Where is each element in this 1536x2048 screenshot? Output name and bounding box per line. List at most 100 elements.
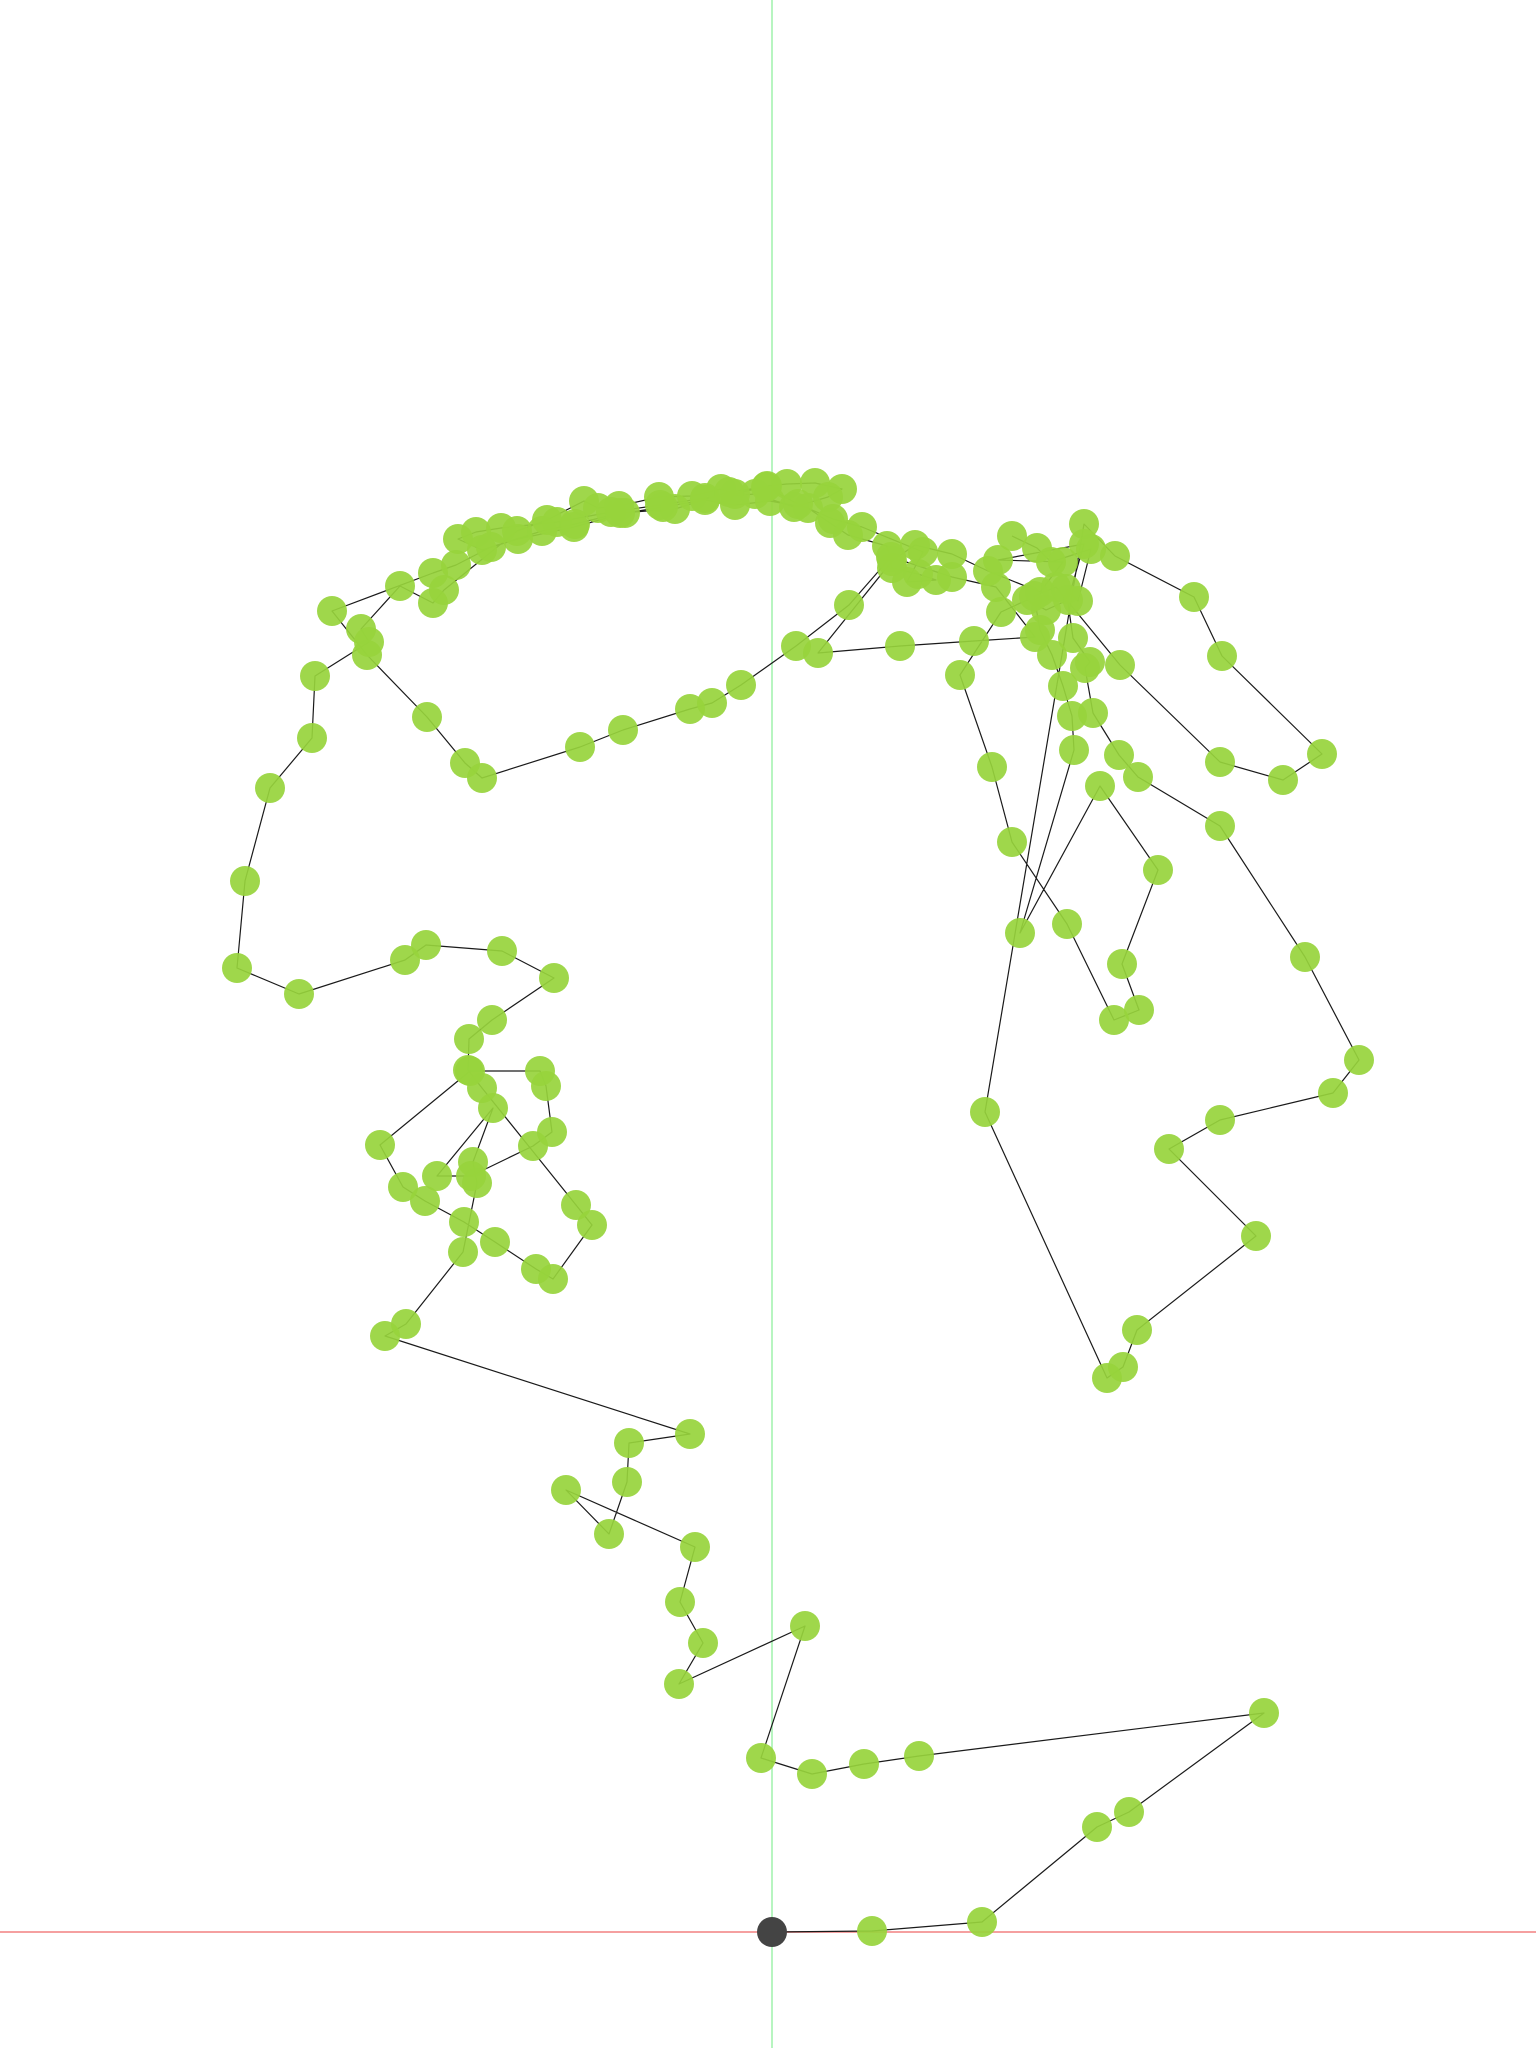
data-point <box>612 1467 642 1497</box>
data-point <box>448 1237 478 1267</box>
data-point <box>688 1628 718 1658</box>
data-point <box>1123 762 1153 792</box>
data-point <box>1318 1078 1348 1108</box>
data-point <box>527 516 557 546</box>
data-point <box>1075 647 1105 677</box>
data-point <box>834 590 864 620</box>
connecting-path <box>236 482 1360 1933</box>
data-point <box>1100 541 1130 571</box>
data-point <box>783 489 813 519</box>
data-point <box>503 524 533 554</box>
data-point <box>714 477 744 507</box>
data-point <box>1241 1221 1271 1251</box>
data-point <box>418 558 448 588</box>
data-point <box>1058 623 1088 653</box>
points-layer <box>222 468 1374 1946</box>
data-point <box>664 1669 694 1699</box>
data-point <box>561 1190 591 1220</box>
origin-marker <box>757 1917 787 1947</box>
data-point <box>525 1056 555 1086</box>
data-point <box>1037 640 1067 670</box>
data-point <box>857 1916 887 1946</box>
data-point <box>365 1130 395 1160</box>
data-point <box>790 1611 820 1641</box>
data-point <box>297 723 327 753</box>
data-point <box>605 498 635 528</box>
data-point <box>222 953 252 983</box>
data-point <box>818 504 848 534</box>
data-point <box>449 1207 479 1237</box>
data-point <box>1249 1698 1279 1728</box>
data-point <box>453 1055 483 1085</box>
data-point <box>1104 740 1134 770</box>
data-point <box>937 539 967 569</box>
data-point <box>977 752 1007 782</box>
data-point <box>660 494 690 524</box>
data-point <box>1048 671 1078 701</box>
data-point <box>284 979 314 1009</box>
data-point <box>480 1227 510 1257</box>
data-point <box>1307 739 1337 769</box>
data-point <box>997 827 1027 857</box>
data-point <box>230 866 260 896</box>
data-point <box>551 1475 581 1505</box>
data-point <box>849 1749 879 1779</box>
data-point <box>1268 765 1298 795</box>
data-point <box>1114 1797 1144 1827</box>
data-point <box>411 930 441 960</box>
data-point <box>454 1024 484 1054</box>
data-point <box>1059 735 1089 765</box>
data-point <box>1105 650 1135 680</box>
data-point <box>443 524 473 554</box>
data-point <box>1005 918 1035 948</box>
data-point <box>1078 698 1108 728</box>
data-point <box>803 638 833 668</box>
data-point <box>904 1741 934 1771</box>
data-point <box>467 763 497 793</box>
data-point <box>680 1532 710 1562</box>
data-point <box>1069 509 1099 539</box>
data-point <box>1063 586 1093 616</box>
data-point <box>1025 615 1055 645</box>
data-point <box>900 530 930 560</box>
data-point <box>847 512 877 542</box>
data-point <box>614 1428 644 1458</box>
data-point <box>577 1210 607 1240</box>
data-point <box>1082 1812 1112 1842</box>
data-point <box>317 596 347 626</box>
data-point <box>997 521 1027 551</box>
data-point <box>560 509 590 539</box>
data-point <box>441 550 471 580</box>
data-point <box>1205 1105 1235 1135</box>
data-point <box>751 472 781 502</box>
data-point <box>594 1519 624 1549</box>
data-point <box>697 688 727 718</box>
data-point <box>1052 909 1082 939</box>
data-point <box>477 1005 507 1035</box>
data-point <box>346 614 376 644</box>
data-point <box>422 1161 452 1191</box>
data-point <box>959 626 989 656</box>
data-point <box>476 532 506 562</box>
data-point <box>675 1419 705 1449</box>
data-point <box>255 773 285 803</box>
data-point <box>1205 811 1235 841</box>
data-point <box>608 715 638 745</box>
data-point <box>945 660 975 690</box>
data-point <box>1022 533 1052 563</box>
data-point <box>690 485 720 515</box>
data-point <box>412 702 442 732</box>
data-point <box>539 963 569 993</box>
data-point <box>1179 582 1209 612</box>
data-point <box>487 936 517 966</box>
trajectory-line <box>236 482 1360 1933</box>
data-point <box>746 1743 776 1773</box>
data-point <box>1207 641 1237 671</box>
data-point <box>1290 942 1320 972</box>
data-point <box>1099 1005 1129 1035</box>
data-point <box>391 1309 421 1339</box>
data-point <box>1143 855 1173 885</box>
data-point <box>300 661 330 691</box>
data-point <box>797 1759 827 1789</box>
